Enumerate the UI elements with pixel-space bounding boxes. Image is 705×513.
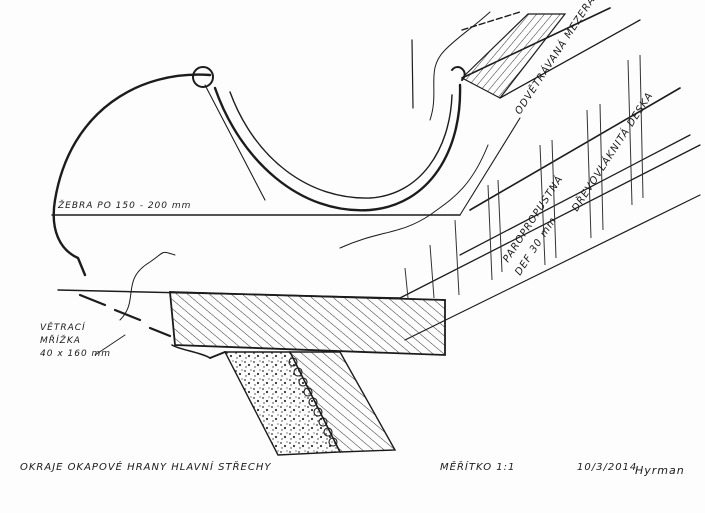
roof-layers <box>399 7 701 341</box>
label-vetraci-line1: VĚTRACÍ <box>40 321 86 333</box>
leader-lines <box>94 334 126 356</box>
drawing-title: OKRAJE OKAPOVÉ HRANY HLAVNÍ STŘECHY <box>20 460 271 473</box>
drawing-scale: MĚŘÍTKO 1:1 <box>440 460 515 473</box>
label-vetraci-line2: MŘÍŽKA <box>40 334 81 346</box>
label-zebra: ŽEBRA PO 150 - 200 mm <box>57 199 191 211</box>
drawing-author: Hyrman <box>635 464 685 477</box>
title-block: OKRAJE OKAPOVÉ HRANY HLAVNÍ STŘECHY MĚŘÍ… <box>20 460 685 477</box>
airflow-arrows <box>119 11 491 321</box>
insulation-circles <box>288 357 338 447</box>
timber-beam <box>169 291 446 356</box>
drawing-date: 10/3/2014 <box>577 462 637 473</box>
brick-wall <box>288 351 397 453</box>
label-vetraci-line3: 40 x 160 mm <box>40 349 111 359</box>
gutter <box>52 66 466 277</box>
fibreboard-hatch <box>404 54 644 299</box>
